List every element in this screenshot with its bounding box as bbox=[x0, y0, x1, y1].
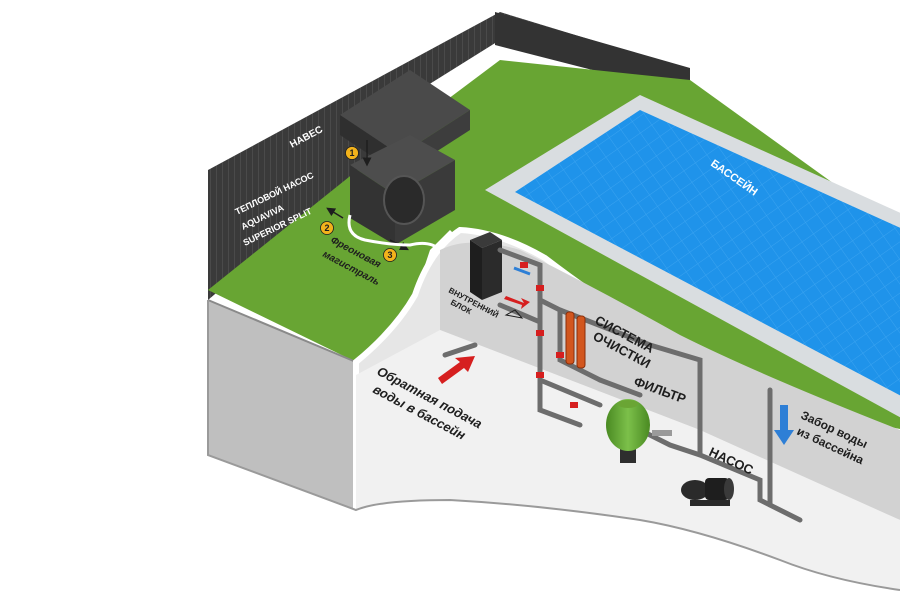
sand-filter bbox=[606, 399, 672, 463]
marker-3 bbox=[383, 248, 397, 262]
treatment-system bbox=[565, 311, 586, 369]
marker-3-label: 3 bbox=[388, 250, 393, 260]
flow-arrow-icon bbox=[504, 309, 524, 319]
circulation-pump bbox=[681, 478, 734, 506]
tech-room-back-wall bbox=[440, 242, 900, 520]
heat-pump-outdoor-unit bbox=[340, 70, 470, 245]
marker-1-label: 1 bbox=[350, 148, 355, 158]
valves bbox=[520, 262, 578, 408]
marker-2 bbox=[320, 221, 334, 235]
indoor-unit bbox=[470, 232, 502, 300]
return-flow-arrow-icon bbox=[438, 356, 475, 384]
marker-2-label: 2 bbox=[325, 223, 330, 233]
pipework bbox=[442, 247, 803, 523]
cutaway-edge bbox=[207, 300, 900, 591]
flow-arrow-icon bbox=[504, 296, 530, 309]
marker-1 bbox=[345, 146, 359, 160]
clearance-arrow-icon bbox=[326, 207, 344, 219]
ground-block-front bbox=[208, 300, 356, 510]
fan-grille-icon bbox=[383, 175, 425, 225]
freon-line bbox=[347, 214, 442, 252]
intake-flow-arrow-icon bbox=[774, 405, 794, 445]
fence-wall bbox=[208, 12, 690, 300]
pool-water bbox=[515, 110, 900, 396]
flow-arrow-icon bbox=[513, 266, 531, 276]
fence-wall-back bbox=[495, 12, 690, 95]
ground-block-top-edge bbox=[207, 299, 357, 363]
